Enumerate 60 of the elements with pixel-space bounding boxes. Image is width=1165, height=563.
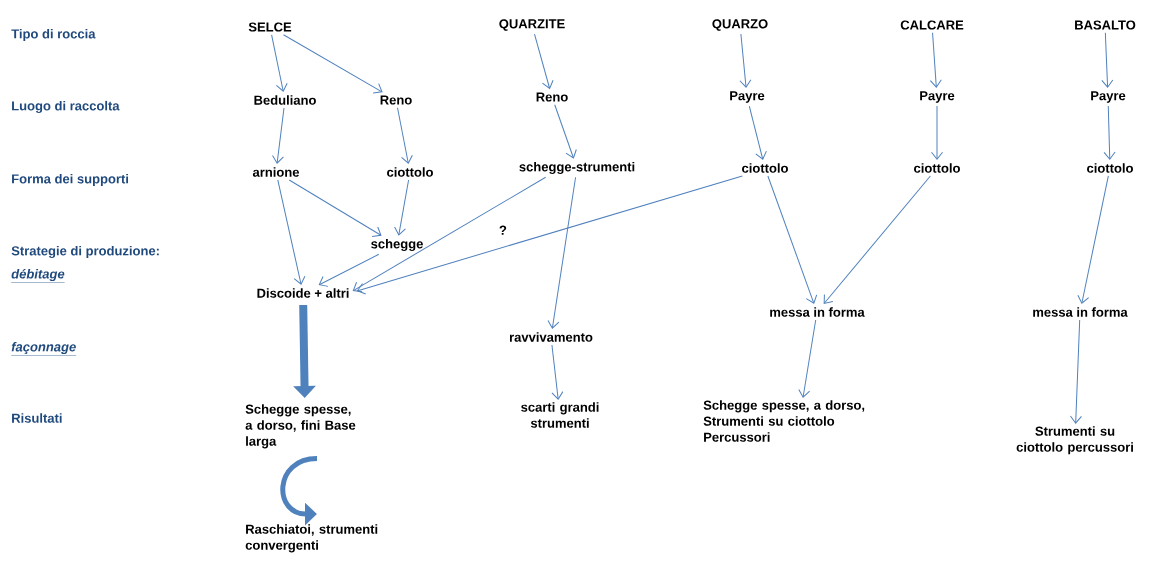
row-label: Forma dei supporti — [12, 173, 128, 187]
arrow — [534, 33, 554, 89]
row-label: Luogo di raccolta — [12, 100, 120, 114]
arrow — [1101, 32, 1114, 88]
flow-text: Raschiatoi, strumenti convergenti — [245, 524, 378, 553]
flow-text: Strumenti su ciottolo percussori — [1016, 426, 1133, 455]
arrow — [318, 253, 380, 287]
arrow — [823, 175, 931, 304]
column-heading: CALCARE — [900, 20, 964, 30]
arrow — [1077, 175, 1109, 304]
arrow — [551, 344, 564, 400]
arrow — [767, 175, 818, 304]
arrow — [397, 107, 413, 164]
arrow — [352, 176, 547, 293]
column-heading: BASALTO — [1075, 20, 1136, 30]
arrow — [554, 104, 577, 159]
flow-text: Schegge spesse, a dorso, fini Base larga — [245, 404, 356, 449]
flow-text: ravvivamento — [509, 332, 593, 342]
flow-text: Reno — [536, 92, 568, 102]
column-heading: SELCE — [248, 22, 292, 32]
flow-text: ciottolo — [914, 163, 960, 173]
flow-text: ciottolo — [742, 163, 788, 173]
edge-label: ? — [497, 224, 508, 236]
column-heading: QUARZO — [712, 19, 768, 31]
flow-text: Schegge spesse, a dorso, Strumenti su ciottolo Percussori — [703, 400, 865, 442]
flow-text: messa in forma — [1033, 307, 1128, 317]
arrow — [931, 105, 943, 160]
arrow — [288, 179, 382, 237]
arrow — [356, 175, 743, 295]
flow-text: Reno — [380, 95, 412, 105]
row-label: Strategie di produzione: — [11, 245, 159, 259]
flow-text: Payre — [920, 91, 955, 103]
flow-text: messa in forma — [770, 307, 865, 317]
flow-text: Payre — [730, 91, 765, 103]
column-heading: QUARZITE — [499, 19, 565, 31]
flow-text: arnione — [252, 167, 300, 177]
row-label: Risultati — [12, 413, 62, 423]
arrow — [547, 176, 577, 329]
flow-text: ciottolo — [1087, 163, 1133, 173]
flow-text: schegge — [371, 238, 423, 252]
arrow — [271, 34, 288, 92]
row-label: Tipo di roccia — [11, 28, 96, 42]
arrow — [929, 32, 942, 88]
arrow — [277, 179, 306, 285]
row-label: débitage — [11, 268, 65, 283]
arrow — [272, 107, 285, 164]
arrow — [748, 105, 767, 160]
arrow — [282, 34, 383, 94]
arrow — [1069, 319, 1082, 424]
flow-text: ciottolo — [387, 167, 433, 177]
arrow — [1103, 105, 1116, 160]
flow-text: Payre — [1091, 91, 1126, 103]
flow-text: schegge-strumenti — [519, 161, 635, 175]
arrow — [739, 33, 752, 88]
row-label: façonnage — [11, 341, 77, 356]
arrow — [394, 179, 410, 236]
flow-text: scarti grandi strumenti — [521, 402, 599, 428]
flow-text: Discoide + altri — [257, 288, 349, 298]
arrow — [798, 319, 817, 398]
flow-text: Beduliano — [254, 95, 316, 105]
